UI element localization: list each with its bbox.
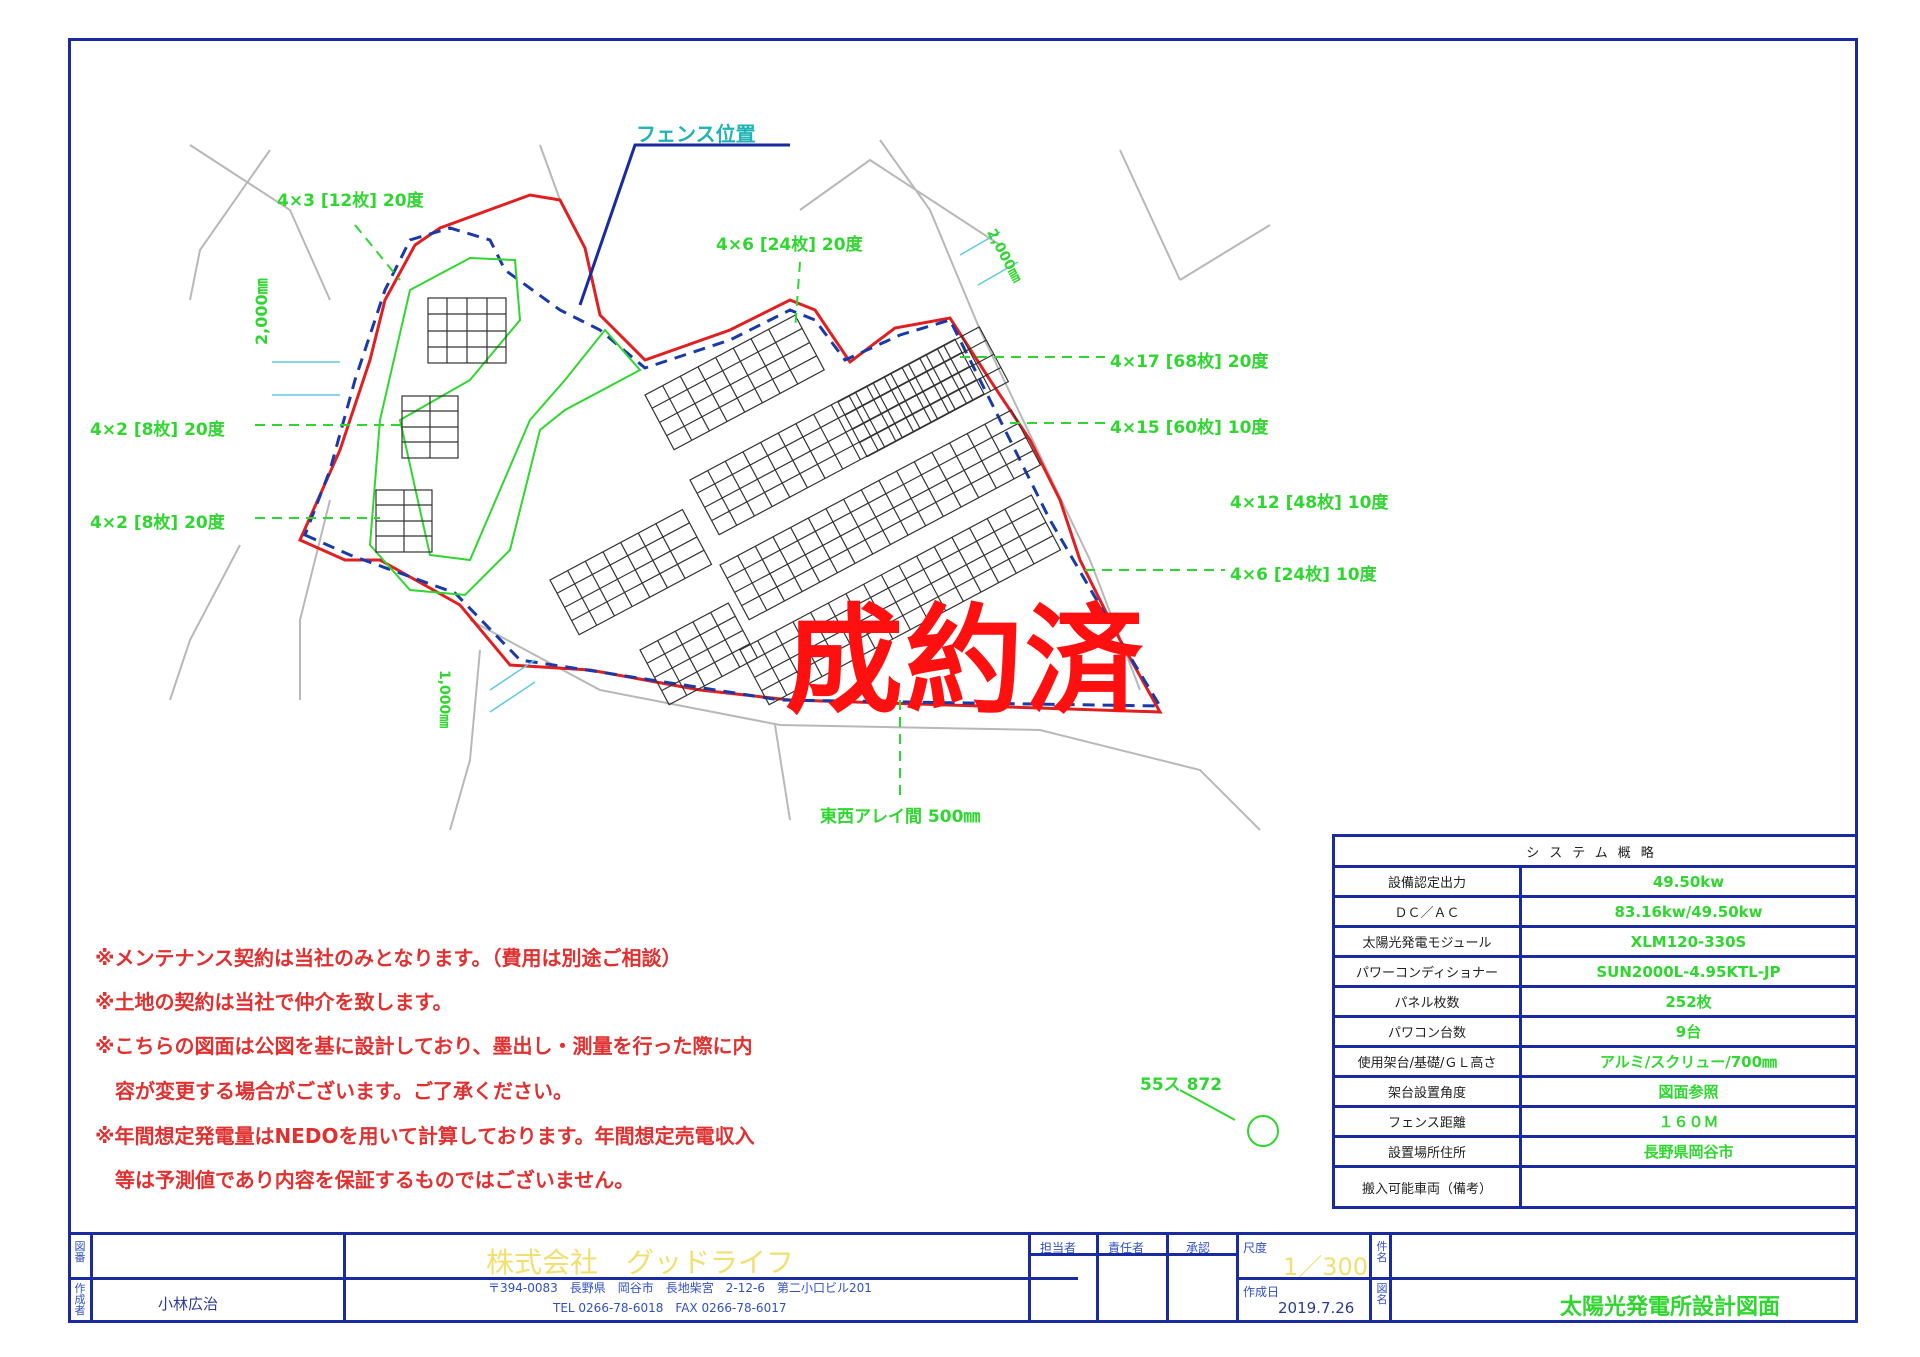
system-key: 設置場所住所 — [1332, 1135, 1522, 1168]
company-phone: TEL 0266-78-6018 FAX 0266-78-6017 — [553, 1301, 787, 1315]
array-label-3: 4×2 [8枚] 20度 — [90, 420, 225, 440]
system-value: 83.16kw/49.50kw — [1519, 895, 1858, 928]
tb-author-cell — [93, 1235, 346, 1323]
note-4: 容が変更する場合がございます。ご了承ください。 — [95, 1079, 573, 1103]
system-key: パネル枚数 — [1332, 985, 1522, 1018]
author-label: 作成者 — [74, 1282, 86, 1317]
system-key: パワーコンディショナー — [1332, 955, 1522, 988]
system-key: 使用架台/基礎/ＧＬ高さ — [1332, 1045, 1522, 1078]
array-label-6: 4×15 [60枚] 10度 — [1110, 418, 1269, 438]
tanto-label: 担当者 — [1040, 1241, 1077, 1255]
system-key: 太陽光発電モジュール — [1332, 925, 1522, 958]
drawing-title: 太陽光発電所設計図面 — [1560, 1295, 1781, 1320]
system-table-title: システム概略 — [1332, 834, 1858, 868]
tb-sekinin-cell — [1099, 1235, 1169, 1323]
system-value: 長野県岡谷市 — [1519, 1135, 1858, 1168]
tb-divider — [1031, 1253, 1239, 1256]
note-2: ※土地の契約は当社で仲介を致します。 — [95, 990, 453, 1014]
tb-shonin-cell — [1169, 1235, 1239, 1323]
system-value: 49.50kw — [1519, 865, 1858, 898]
system-key: 架台設置角度 — [1332, 1075, 1522, 1108]
title-block: 図番 作成者 小林広治 株式会社 グッドライフ 〒394-0083 長野県 岡谷… — [68, 1232, 1858, 1326]
contracted-stamp: 成約済 — [785, 592, 1146, 730]
array-label-2: 4×6 [24枚] 20度 — [716, 235, 863, 255]
sekinin-label: 責任者 — [1108, 1241, 1145, 1255]
note-6: 等は予測値であり内容を保証するものではございません。 — [95, 1168, 635, 1192]
system-value: １６０Ｍ — [1519, 1105, 1858, 1138]
system-value: 9台 — [1519, 1015, 1858, 1048]
company-address: 〒394-0083 長野県 岡谷市 長地柴宮 2-12-6 第二小口ビル201 — [488, 1281, 872, 1295]
note-1: ※メンテナンス契約は当社のみとなります。（費用は別途ご相談） — [95, 946, 682, 970]
system-key: 搬入可能車両（備考） — [1332, 1165, 1522, 1209]
note-3: ※こちらの図面は公図を基に設計しており、墨出し・測量を行った際に内 — [95, 1034, 753, 1058]
system-value — [1519, 1165, 1858, 1209]
scale-value: 1／300 — [1283, 1253, 1369, 1281]
subject-label: 件名 — [1376, 1240, 1388, 1264]
fence-position-label: フェンス位置 — [636, 122, 756, 146]
system-value: 252枚 — [1519, 985, 1858, 1018]
date-value: 2019.7.26 — [1278, 1299, 1355, 1317]
system-key: フェンス距離 — [1332, 1105, 1522, 1138]
company-name: 株式会社 グッドライフ — [486, 1246, 795, 1279]
tb-tanto-cell — [1031, 1235, 1099, 1323]
tb-divider — [1239, 1277, 1858, 1280]
array-label-7: 4×12 [48枚] 10度 — [1230, 493, 1389, 513]
tb-company-cell — [346, 1235, 1031, 1323]
drawing-frame — [68, 38, 1858, 1323]
tb-subject-label-cell — [1372, 1235, 1392, 1323]
dimension-label-1: 2,000㎜ — [252, 278, 271, 345]
lot-number-label: 55ス 872 — [1140, 1075, 1223, 1095]
system-value: アルミ/スクリュー/700㎜ — [1519, 1045, 1858, 1078]
array-label-5: 4×17 [68枚] 20度 — [1110, 352, 1269, 372]
system-value: XLM120-330S — [1519, 925, 1858, 958]
scale-label: 尺度 — [1243, 1241, 1268, 1255]
date-label: 作成日 — [1243, 1285, 1280, 1299]
system-key: ＤＣ／ＡＣ — [1332, 895, 1522, 928]
system-value: 図面参照 — [1519, 1075, 1858, 1108]
tb-divider — [68, 1277, 1078, 1280]
shonin-label: 承認 — [1186, 1241, 1211, 1255]
note-5: ※年間想定発電量はNEDOを用いて計算しております。年間想定売電収入 — [95, 1124, 755, 1148]
dimension-label-3: 1,000㎜ — [436, 670, 452, 729]
array-label-1: 4×3 [12枚] 20度 — [277, 191, 424, 211]
system-key: パワコン台数 — [1332, 1015, 1522, 1048]
array-gap-label: 東西アレイ間 500㎜ — [820, 807, 981, 827]
drawing-name-label: 図名 — [1376, 1282, 1388, 1306]
array-label-4: 4×2 [8枚] 20度 — [90, 513, 225, 533]
drawing-number-label: 図番 — [74, 1240, 86, 1264]
array-label-8: 4×6 [24枚] 10度 — [1230, 565, 1377, 585]
system-value: SUN2000L-4.95KTL-JP — [1519, 955, 1858, 988]
author-name: 小林広治 — [158, 1295, 219, 1313]
system-key: 設備認定出力 — [1332, 865, 1522, 898]
